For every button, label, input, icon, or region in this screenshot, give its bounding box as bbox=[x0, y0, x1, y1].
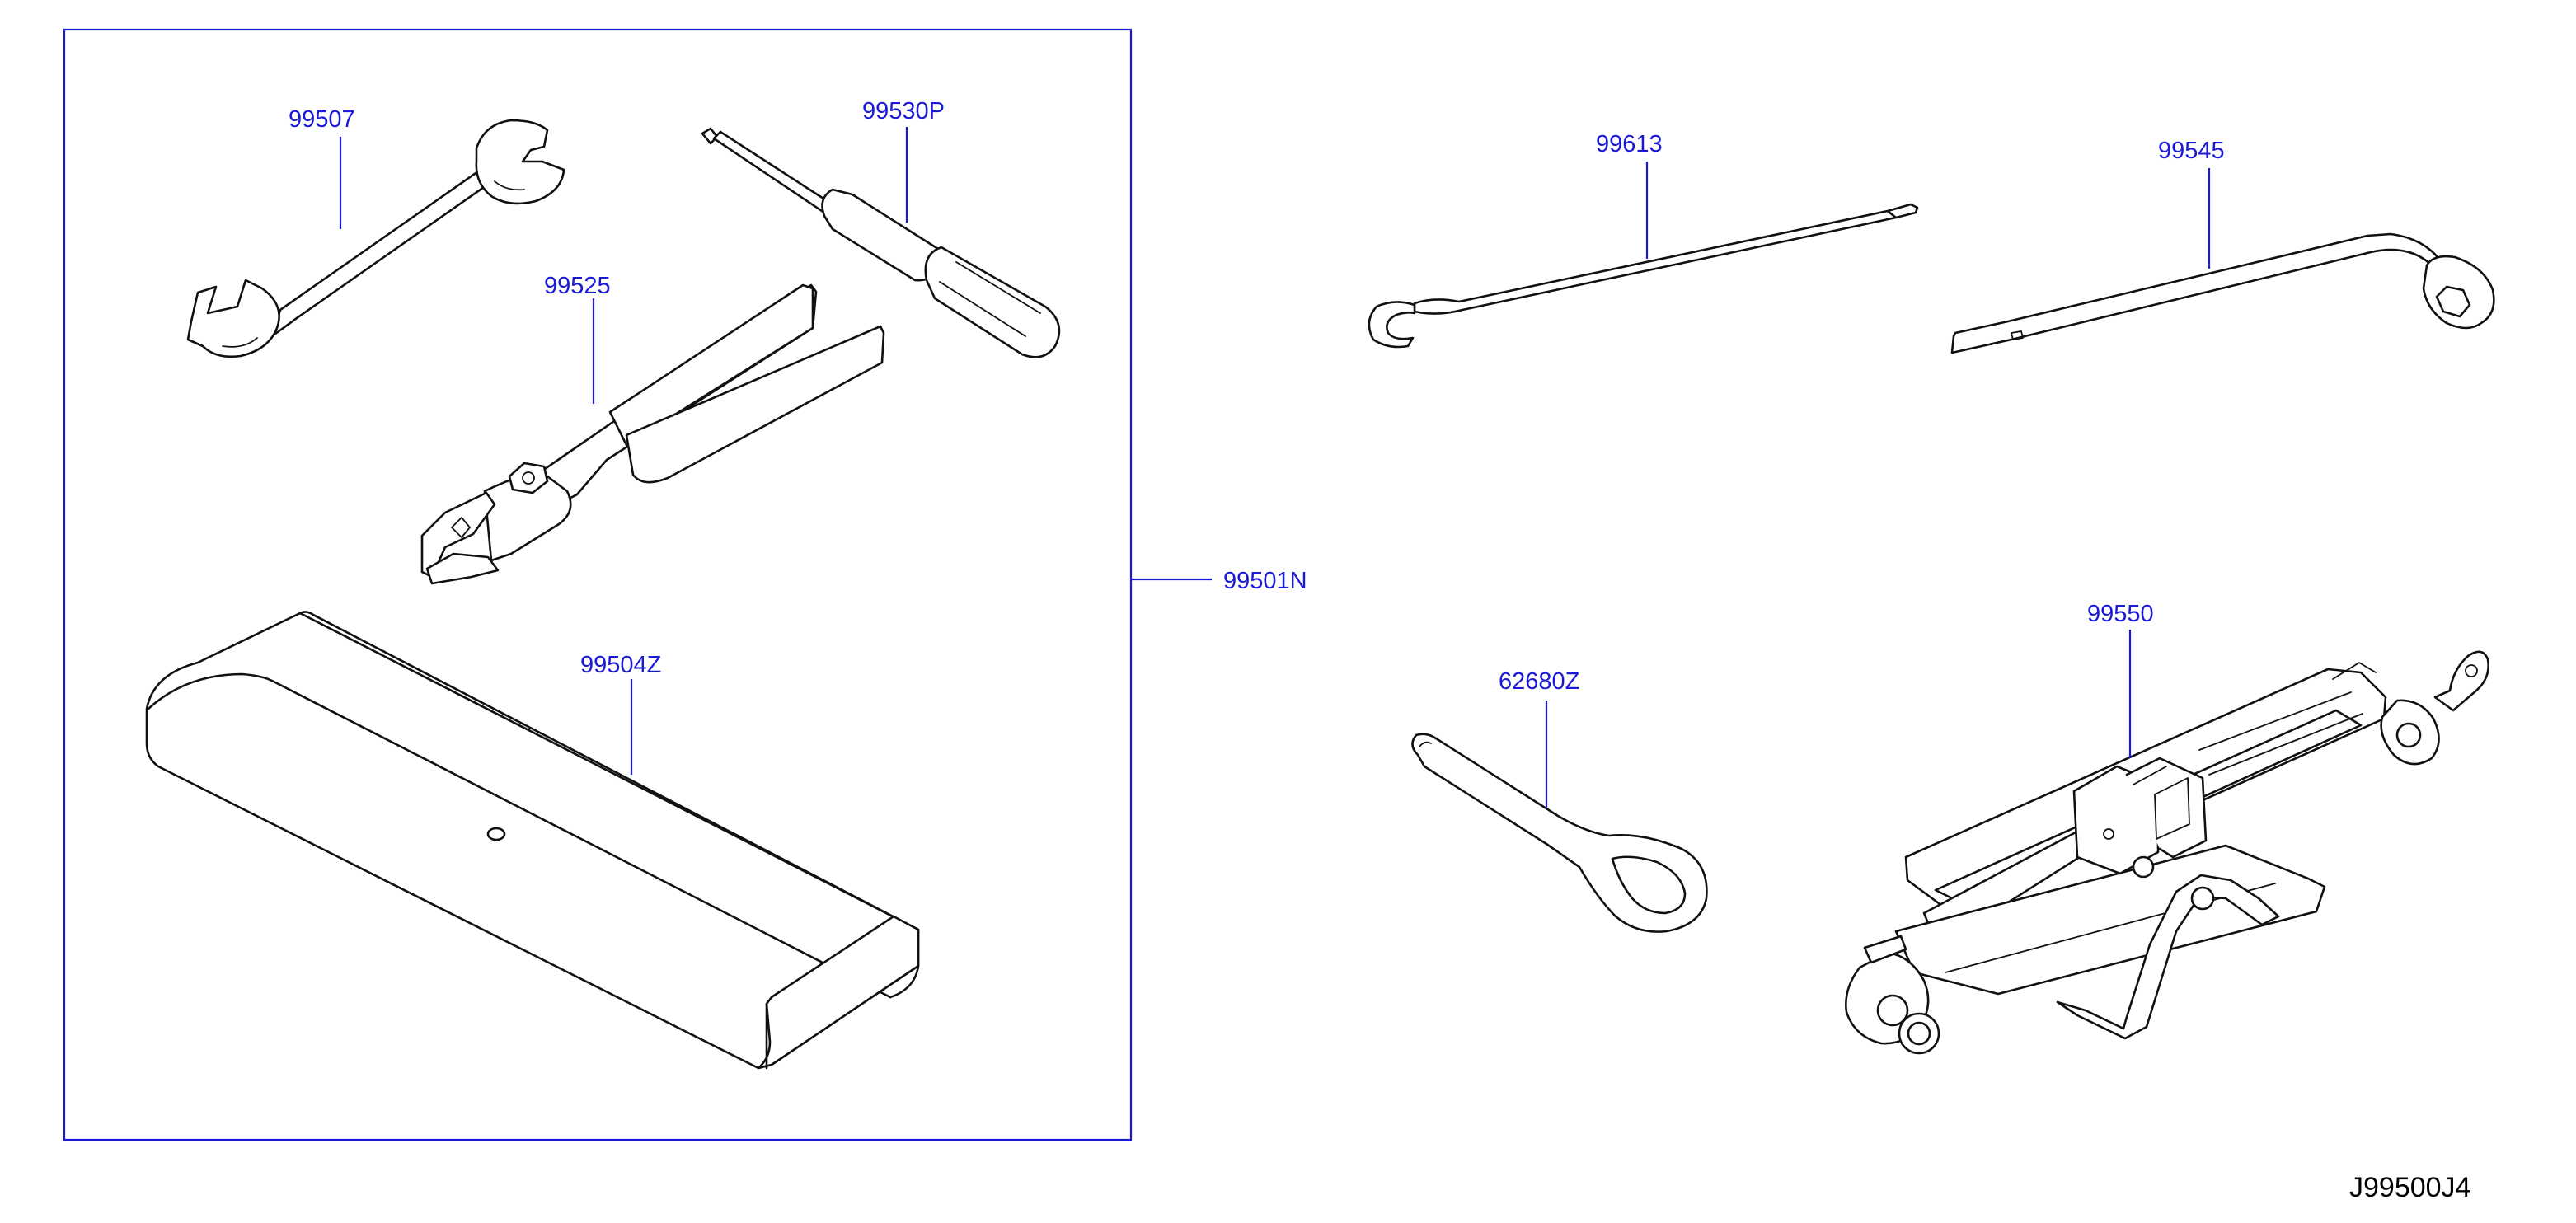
diagram-code: J99500J4 bbox=[2349, 1172, 2470, 1203]
open-end-wrench-icon[interactable] bbox=[186, 119, 565, 358]
screwdriver-icon[interactable] bbox=[701, 127, 1061, 358]
part-label-jack[interactable]: 99550 bbox=[2087, 601, 2154, 627]
pliers-icon[interactable] bbox=[420, 283, 885, 585]
jack-handle-rod-icon[interactable] bbox=[1368, 203, 1919, 349]
tow-hook-icon[interactable] bbox=[1411, 733, 1708, 933]
part-label-jack-handle[interactable]: 99613 bbox=[1596, 131, 1663, 157]
tool-kit-frame bbox=[63, 28, 1133, 1141]
wheel-nut-wrench-icon[interactable] bbox=[1950, 232, 2495, 354]
part-label-screwdriver[interactable]: 99530P bbox=[862, 98, 945, 124]
part-label-tool-kit[interactable]: 99501N bbox=[1223, 568, 1307, 594]
part-label-tow-hook[interactable]: 62680Z bbox=[1499, 668, 1579, 695]
part-label-wheel-nut-wrench[interactable]: 99545 bbox=[2158, 138, 2225, 164]
part-label-pliers[interactable]: 99525 bbox=[544, 273, 611, 299]
part-label-tool-bag[interactable]: 99504Z bbox=[580, 652, 661, 678]
tool-bag-icon[interactable] bbox=[145, 611, 920, 1070]
part-label-spanner[interactable]: 99507 bbox=[289, 106, 355, 133]
scissor-jack-icon[interactable] bbox=[1845, 650, 2489, 1055]
